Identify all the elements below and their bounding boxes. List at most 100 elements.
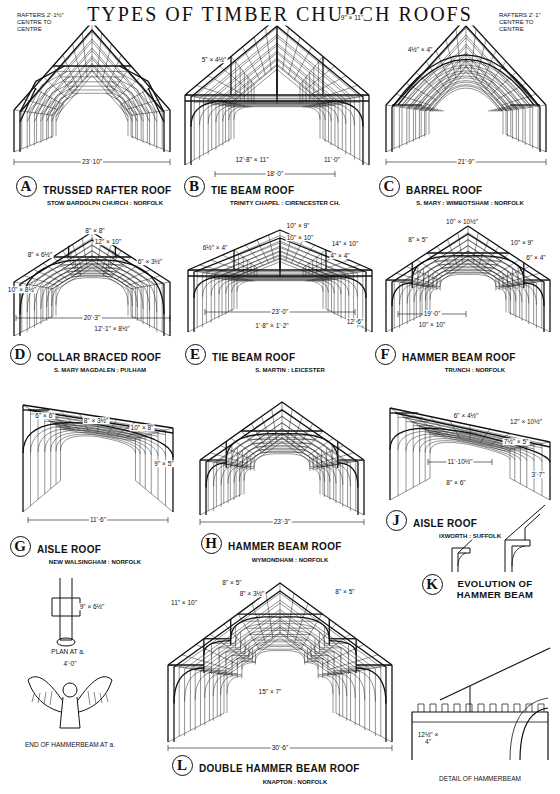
roof-timber (353, 273, 354, 323)
roof-timber (28, 410, 173, 433)
roof-type-title: COLLAR BRACED ROOF (36, 352, 162, 364)
roof-timber (20, 30, 164, 112)
roof-drawing (23, 405, 173, 512)
roof-timber (115, 246, 116, 257)
roof-timber (322, 466, 336, 483)
roof-timber (251, 424, 266, 449)
roof-timber (195, 670, 196, 730)
roof-timber (390, 428, 470, 449)
roof-timber (70, 89, 114, 90)
roof-timber (423, 263, 468, 282)
roof-timber (174, 591, 386, 667)
roof-timber (51, 432, 98, 451)
roof-timber (407, 285, 423, 303)
roof-timber (156, 113, 157, 149)
roof-timber (256, 446, 308, 447)
roof-timber (253, 443, 311, 444)
roof-timber (280, 647, 308, 659)
roof-timber (412, 71, 521, 108)
roof-timber (223, 464, 224, 503)
roof-timber (430, 86, 502, 111)
cresting (442, 704, 448, 712)
roof-timber (336, 713, 392, 742)
roof-timber (468, 270, 503, 285)
roof-timber (131, 289, 132, 316)
roof-timber (185, 18, 369, 95)
roof-timber (23, 423, 98, 453)
angel-feather (32, 694, 34, 702)
roof-timber (350, 463, 351, 511)
roof-timber (513, 286, 514, 315)
dimension-label: 5" × 4½" (201, 56, 228, 63)
roof-timber (51, 116, 52, 138)
roof-type-title: AISLE ROOF (36, 544, 102, 556)
dimension-label: 12" × 10½" (509, 418, 543, 425)
roof-timber (216, 104, 241, 122)
roof-timber (234, 466, 235, 499)
section-letter: C (384, 179, 395, 194)
roof-timber (221, 446, 252, 460)
roof-timber (228, 277, 229, 312)
church-location: S. MARY MAGDALEN : PULHAM (53, 367, 147, 374)
roof-timber (252, 647, 280, 659)
roof-timber (421, 78, 512, 110)
roof-timber (429, 112, 430, 135)
roof-timber (68, 246, 69, 257)
roof-timber (524, 283, 544, 306)
roof-timber (241, 430, 323, 431)
roof-timber (303, 250, 326, 268)
roof-timber (280, 624, 324, 644)
roof-timber (512, 111, 513, 139)
roof-timber (184, 669, 185, 737)
roof-timber (427, 260, 509, 287)
roof-timber (206, 410, 358, 462)
roof-timber (538, 106, 539, 148)
roof-timber (234, 467, 247, 482)
roof-timber (126, 425, 154, 437)
roof-timber (419, 111, 420, 139)
evolution-sketch (452, 548, 470, 572)
roof-timber (317, 467, 330, 482)
roof-timber (48, 65, 135, 114)
dimension-label: 8" × 6½" (27, 251, 54, 258)
roof-timber (38, 414, 39, 500)
roof-timber (331, 277, 332, 312)
dimension-label: 12'·8" × 11" (234, 156, 269, 163)
roof-timber (418, 259, 468, 281)
dimension-label: 9" × 6½" (79, 603, 106, 610)
roof-timber (321, 254, 322, 272)
roof-timber (521, 285, 522, 321)
roof-timber (121, 88, 150, 104)
roof-timber (43, 263, 67, 279)
dimension-label: 8" × 3½" (239, 590, 266, 597)
roof-timber (530, 107, 531, 145)
roof-timber (323, 104, 324, 139)
roof-timber (506, 106, 533, 107)
roof-timber (350, 99, 351, 155)
roof-timber (52, 102, 61, 121)
dimension-label: 8" × 3½" (83, 417, 110, 424)
roof-timber (241, 630, 280, 648)
roof-timber (323, 467, 324, 495)
roof-timber (504, 273, 540, 283)
roof-drawing (386, 18, 546, 152)
roof-timber (259, 449, 305, 450)
evolution-sketch (512, 546, 525, 566)
roof-timber (392, 234, 544, 282)
dimension-label: 10" × 10" (418, 321, 446, 328)
evolution-sketch (525, 514, 540, 540)
roof-timber (318, 676, 333, 694)
church-location: S. MARTIN : LEICESTER (254, 367, 326, 374)
roof-timber (128, 116, 129, 136)
roof-timber (238, 254, 239, 272)
roof-timber (426, 82, 507, 110)
roof-timber (167, 665, 168, 742)
roof-timber (214, 464, 232, 486)
roof-timber (414, 285, 415, 321)
roof-drawing (386, 226, 550, 332)
roof-timber (232, 657, 249, 666)
roof-timber (194, 276, 229, 298)
section-letter-circle: F (375, 344, 396, 365)
roof-timber (429, 110, 444, 111)
roof-timber (204, 672, 205, 725)
